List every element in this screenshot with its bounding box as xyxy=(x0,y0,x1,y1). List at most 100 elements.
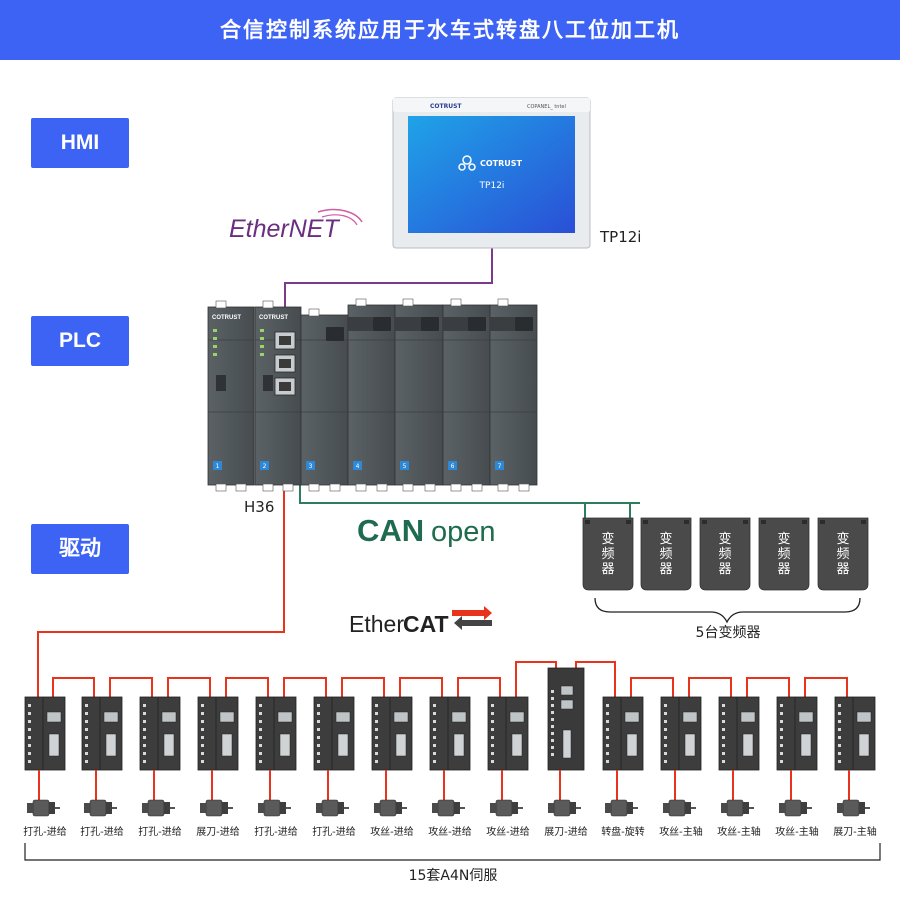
ethercat-port-icon xyxy=(335,711,351,723)
ethercat-line xyxy=(37,385,285,700)
servo-drive: 攻丝-主轴 xyxy=(717,696,761,838)
plc-brand: COTRUST xyxy=(259,315,288,321)
plc-module-number: 6 xyxy=(451,463,455,470)
servo-drive: 展刀-进给 xyxy=(544,667,588,838)
ethercat-port-icon xyxy=(393,711,409,723)
servo-motor-icon xyxy=(548,799,581,817)
servo-axis-label: 打孔-进给 xyxy=(312,825,356,838)
header-banner xyxy=(0,0,900,60)
vfd-unit-label: 变 xyxy=(718,531,731,547)
page-title: 合信控制系统应用于水车式转盘八工位加工机 xyxy=(220,18,680,42)
servo-motor-icon xyxy=(779,799,812,817)
servo-axis-label: 展刀-进给 xyxy=(196,825,240,838)
ethercat-port-icon xyxy=(509,711,525,723)
servo-drive: 攻丝-主轴 xyxy=(659,696,703,838)
hmi-brand: COTRUST xyxy=(430,103,462,110)
plc-module: 7 xyxy=(489,298,538,492)
ethercat-port-icon xyxy=(682,711,698,723)
ethercat-port-icon xyxy=(219,711,235,723)
servo-motor-icon xyxy=(142,799,175,817)
hmi-screen-model: TP12i xyxy=(479,181,505,191)
ethercat-port-icon xyxy=(560,685,574,696)
vfd-unit-label: 器 xyxy=(601,562,614,577)
vfd-unit: 变频器 xyxy=(758,517,810,591)
plc-module: COTRUST 2 xyxy=(254,300,302,492)
ethernet-logo: EtherNET xyxy=(229,208,363,243)
vfd-unit-label: 器 xyxy=(659,562,672,577)
servo-drive: 打孔-进给 xyxy=(80,696,124,838)
plc-module-number: 7 xyxy=(498,463,502,470)
plc-brand: COTRUST xyxy=(212,315,241,321)
plc-module: 4 xyxy=(347,298,396,492)
servo-motor-icon xyxy=(84,799,117,817)
vfd-unit-label: 频 xyxy=(777,547,790,562)
canopen-logo: CAN open xyxy=(357,513,496,548)
ethercat-port-icon xyxy=(624,711,640,723)
servo-group-label: 15套A4N伺服 xyxy=(409,868,498,884)
servo-drive: 攻丝-进给 xyxy=(370,696,414,838)
vfd-unit-label: 变 xyxy=(836,531,849,547)
ethercat-port-icon xyxy=(740,711,756,723)
ethercat-port-icon xyxy=(277,711,293,723)
servo-drive: 攻丝-进给 xyxy=(486,696,530,838)
plc-module-number: 2 xyxy=(263,463,267,470)
servo-axis-label: 攻丝-主轴 xyxy=(659,825,703,838)
canopen-line-vfd-chain xyxy=(584,502,631,518)
servo-motor-icon xyxy=(432,799,465,817)
servo-motor-icon xyxy=(27,799,60,817)
vfd-unit-label: 频 xyxy=(718,547,731,562)
servo-drive: 展刀-主轴 xyxy=(833,696,877,838)
vfd-group-brace xyxy=(594,597,861,624)
vfd-unit: 变频器 xyxy=(699,517,751,591)
vfd-unit-label: 频 xyxy=(659,547,672,562)
servo-axis-label: 打孔-进给 xyxy=(138,825,182,838)
hmi-screen xyxy=(408,116,575,233)
vfd-group-label: 5台变频器 xyxy=(696,625,761,641)
cotrust-logo-icon xyxy=(458,155,476,171)
servo-motor-icon xyxy=(490,799,523,817)
plc-module-number: 4 xyxy=(356,463,360,470)
canopen-logo-bold: CAN xyxy=(357,513,424,548)
vfd-unit-label: 变 xyxy=(659,531,672,547)
servo-drive: 打孔-进给 xyxy=(312,696,356,838)
servo-motor-icon xyxy=(258,799,291,817)
servo-motor-icon xyxy=(721,799,754,817)
servo-motor-icon xyxy=(316,799,349,817)
plc-module: 3 xyxy=(300,308,349,492)
servo-drive: 打孔-进给 xyxy=(138,696,182,838)
ethercat-port-icon xyxy=(103,711,119,723)
ethercat-arrow-icon xyxy=(452,606,492,620)
vfd-unit-label: 器 xyxy=(777,562,790,577)
plc-label: H36 xyxy=(244,498,274,516)
vfd-unit: 变频器 xyxy=(582,517,634,591)
hmi-panel-label: COPANEL_ tntel xyxy=(527,104,566,110)
ethercat-port-icon xyxy=(856,711,872,723)
servo-drive: 攻丝-进给 xyxy=(428,696,472,838)
category-plc: PLC xyxy=(31,316,129,366)
ethercat-port-icon xyxy=(451,711,467,723)
servo-group-bracket xyxy=(24,843,881,861)
servo-drive: 攻丝-主轴 xyxy=(775,696,819,838)
servo-axis-label: 打孔-进给 xyxy=(254,825,298,838)
canopen-logo-light: open xyxy=(431,516,496,548)
servo-drive: 打孔-进给 xyxy=(254,696,298,838)
ethercat-logo: Ether CAT xyxy=(349,606,492,637)
vfd-unit-label: 器 xyxy=(836,562,849,577)
category-drive: 驱动 xyxy=(31,524,129,574)
servo-axis-label: 攻丝-进给 xyxy=(428,825,472,838)
vfd-unit-label: 频 xyxy=(836,547,849,562)
vfd-unit-label: 变 xyxy=(777,531,790,547)
vfd-unit: 变频器 xyxy=(640,517,692,591)
plc-module: 5 xyxy=(394,298,444,492)
plc-module-number: 5 xyxy=(403,463,407,470)
servo-motor-icon xyxy=(200,799,233,817)
servo-axis-label: 展刀-进给 xyxy=(544,825,588,838)
ethercat-logo-bold: CAT xyxy=(403,611,449,637)
servo-axis-label: 转盘-旋转 xyxy=(601,825,645,838)
vfd-unit: 变频器 xyxy=(817,517,869,591)
ethercat-port-icon xyxy=(161,711,177,723)
hmi-panel: COTRUST COPANEL_ tntel COTRUST TP12i xyxy=(392,97,591,249)
ethercat-port-icon xyxy=(798,711,814,723)
